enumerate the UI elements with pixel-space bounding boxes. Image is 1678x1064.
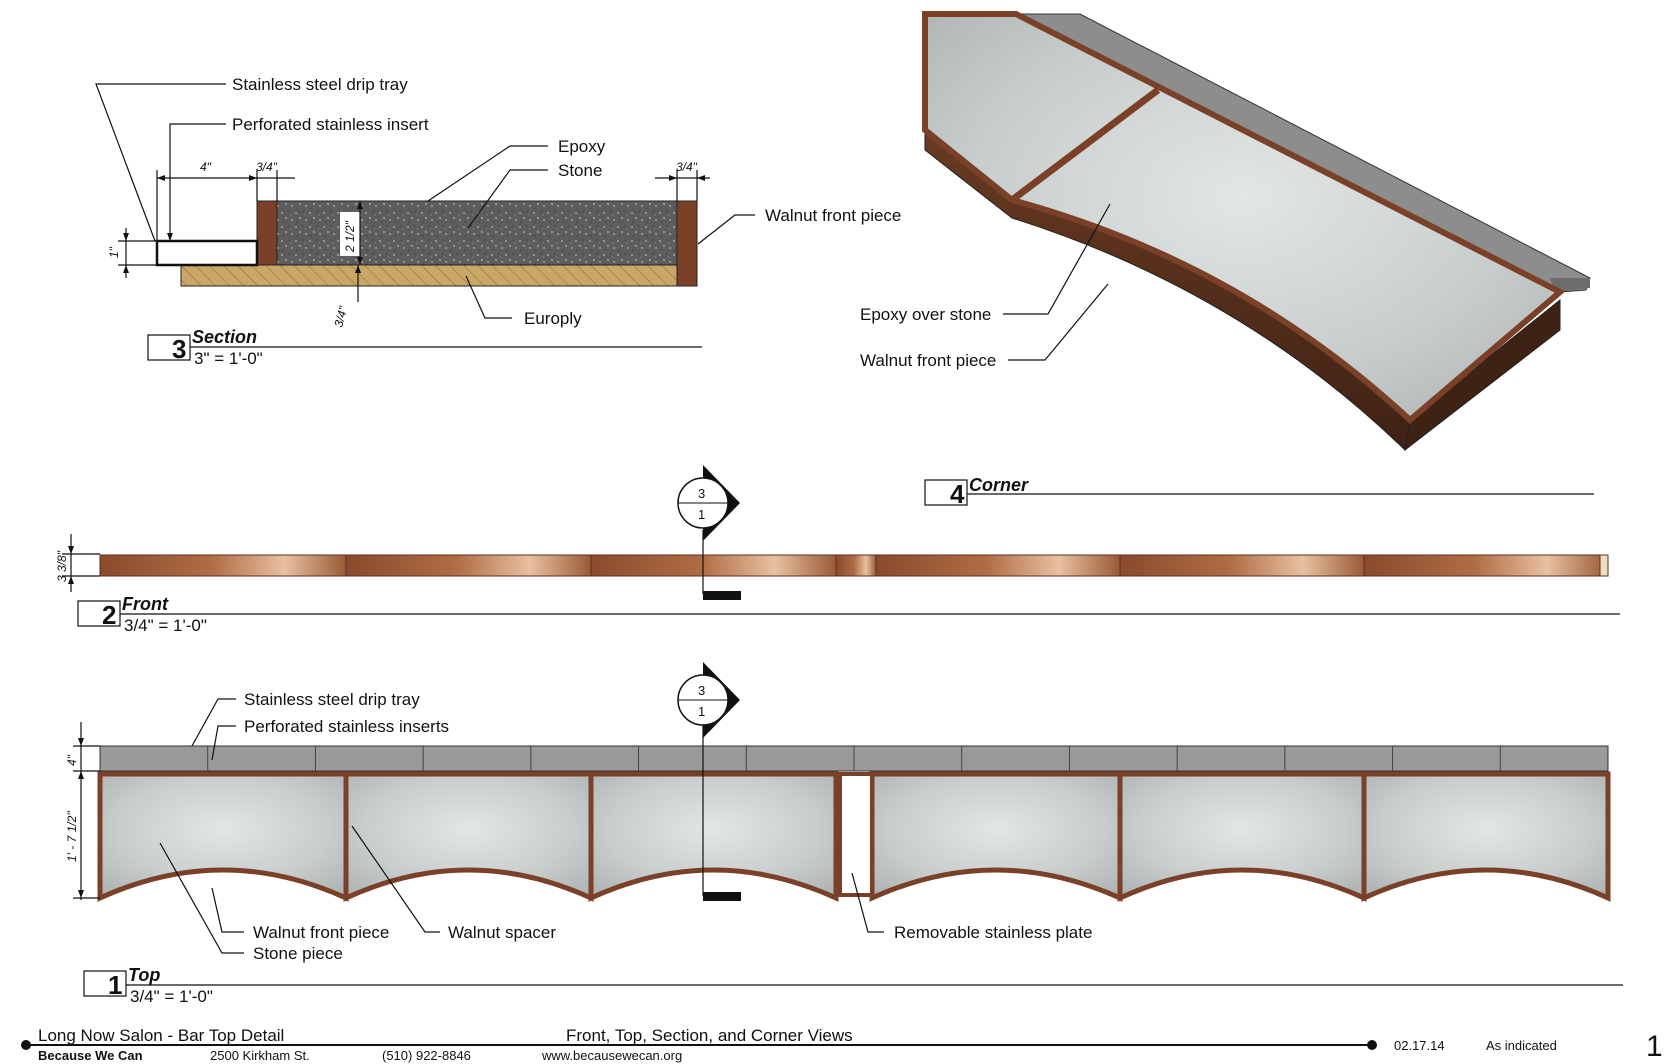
view-title-section: Section bbox=[192, 327, 257, 347]
label-walnut-spacer: Walnut spacer bbox=[448, 923, 556, 942]
top-tray-inserts bbox=[207, 746, 1501, 771]
company-phone: (510) 922-8846 bbox=[382, 1048, 471, 1063]
dim-tray-depth: 4" bbox=[65, 754, 79, 766]
stone-piece bbox=[97, 771, 349, 902]
dim-front-height: 3 3/8" bbox=[55, 550, 69, 582]
stone-piece bbox=[1361, 771, 1611, 902]
dim-europly-thickness: 3/4" bbox=[331, 304, 350, 329]
project-name: Long Now Salon - Bar Top Detail bbox=[38, 1026, 284, 1045]
label-top-drip-tray: Stainless steel drip tray bbox=[244, 690, 420, 709]
view-title-top: Top bbox=[128, 965, 160, 985]
section-marker-front-bottom: 1 bbox=[698, 507, 705, 522]
removable-stainless-plate bbox=[838, 772, 874, 897]
front-walnut-segment bbox=[590, 554, 837, 577]
section-cut-mark-front bbox=[703, 591, 741, 600]
label-perforated-insert: Perforated stainless insert bbox=[232, 115, 429, 134]
company-name: Because We Can bbox=[38, 1048, 143, 1063]
section-marker-front: 3 1 bbox=[677, 465, 740, 541]
walnut-front-piece bbox=[676, 200, 698, 287]
label-epoxy: Epoxy bbox=[558, 137, 606, 156]
label-europly: Europly bbox=[524, 309, 582, 328]
view-number-box-1 bbox=[83, 970, 127, 997]
view-scale-section: 3" = 1'-0" bbox=[194, 349, 263, 368]
view-scale-front: 3/4" = 1'-0" bbox=[124, 616, 207, 635]
front-walnut-segment bbox=[835, 554, 877, 577]
view-title-front: Front bbox=[122, 594, 169, 614]
view-number-box-4 bbox=[924, 479, 968, 506]
front-walnut-segment bbox=[99, 554, 347, 577]
walnut-back-piece bbox=[256, 200, 278, 266]
front-walnut-end bbox=[1599, 554, 1609, 577]
section-marker-top-top: 3 bbox=[698, 683, 705, 698]
dim-tray-height: 1" bbox=[107, 246, 121, 258]
drawing-date: 02.17.14 bbox=[1394, 1038, 1445, 1053]
sheet-title: Front, Top, Section, and Corner Views bbox=[566, 1026, 853, 1045]
view-number-1: 1 bbox=[108, 970, 122, 1000]
section-marker-top-bottom: 1 bbox=[698, 704, 705, 719]
label-drip-tray: Stainless steel drip tray bbox=[232, 75, 408, 94]
label-epoxy-over-stone: Epoxy over stone bbox=[860, 305, 991, 324]
label-walnut-front: Walnut front piece bbox=[765, 206, 901, 225]
stone-core bbox=[276, 200, 678, 266]
company-address: 2500 Kirkham St. bbox=[210, 1048, 310, 1063]
view-number-3: 3 bbox=[172, 334, 186, 364]
label-corner-walnut-front: Walnut front piece bbox=[860, 351, 996, 370]
europly-layer bbox=[180, 264, 697, 287]
section-marker-top: 3 1 bbox=[677, 662, 740, 738]
front-walnut-strip bbox=[99, 554, 1609, 577]
dim-front-thickness: 3/4" bbox=[676, 160, 698, 174]
stone-piece bbox=[1117, 771, 1367, 902]
stone-piece bbox=[343, 771, 594, 902]
label-perforated-inserts: Perforated stainless inserts bbox=[244, 717, 449, 736]
corner-view: Epoxy over stone Walnut front piece 4 Co… bbox=[860, 11, 1594, 509]
corner-stone-top bbox=[922, 11, 1566, 425]
label-removable-plate: Removable stainless plate bbox=[894, 923, 1092, 942]
front-walnut-segment bbox=[345, 554, 592, 577]
top-stone-pieces bbox=[97, 771, 1611, 902]
dim-tray-width: 4" bbox=[200, 160, 212, 174]
stone-piece bbox=[869, 771, 1123, 902]
section-marker-front-top: 3 bbox=[698, 486, 705, 501]
company-website: www.becausewecan.org bbox=[541, 1048, 682, 1063]
front-walnut-segment bbox=[875, 554, 1121, 577]
view-number-box-3 bbox=[147, 334, 191, 361]
corner-walnut-divider bbox=[1009, 87, 1161, 203]
view-number-2: 2 bbox=[102, 600, 116, 630]
sheet-number: 1 bbox=[1646, 1030, 1663, 1063]
view-number-4: 4 bbox=[950, 479, 965, 509]
dim-walnut-thickness: 3/4" bbox=[256, 160, 278, 174]
top-view: 4" 1' - 7 1/2" 3 1 Stainless steel drip … bbox=[65, 662, 1623, 1006]
dim-top-depth: 1' - 7 1/2" bbox=[65, 811, 79, 862]
title-block: Long Now Salon - Bar Top Detail Front, T… bbox=[21, 1026, 1663, 1063]
view-scale-top: 3/4" = 1'-0" bbox=[130, 987, 213, 1006]
label-stone-piece: Stone piece bbox=[253, 944, 343, 963]
drawing-scale: As indicated bbox=[1486, 1038, 1557, 1053]
front-walnut-segment bbox=[1363, 554, 1609, 577]
front-view: 3 3/8" 3 1 2 Front 3/4" = 1'-0" bbox=[55, 465, 1620, 635]
view-title-corner: Corner bbox=[969, 475, 1029, 495]
label-top-walnut-front: Walnut front piece bbox=[253, 923, 389, 942]
drip-tray bbox=[155, 239, 259, 267]
section-view: 4" 3/4" 3/4" 1" 2 1/2" 3/4" Stainless st… bbox=[95, 75, 901, 368]
section-cut-mark-top bbox=[703, 892, 741, 901]
stone-piece bbox=[588, 771, 839, 902]
front-walnut-segment bbox=[1119, 554, 1365, 577]
dim-stone-height: 2 1/2" bbox=[343, 220, 357, 253]
label-stone: Stone bbox=[558, 161, 602, 180]
